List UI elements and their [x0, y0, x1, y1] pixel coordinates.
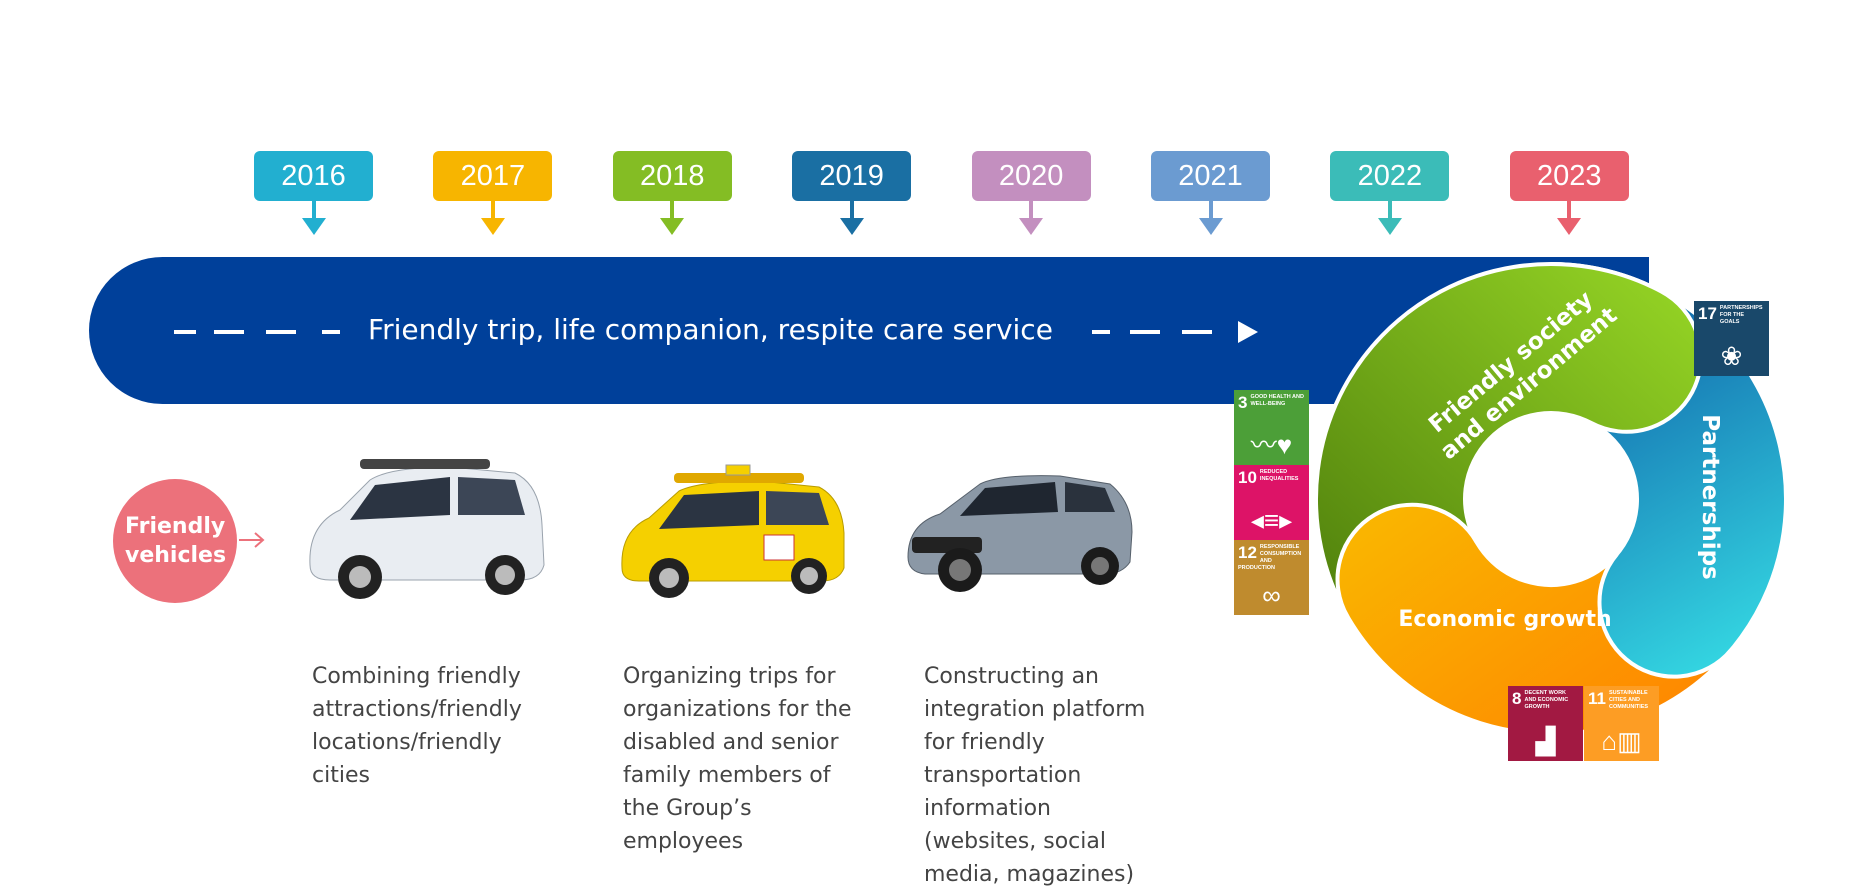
arrow-down-icon — [301, 201, 326, 235]
grey-suv-image — [907, 475, 1133, 592]
year-marker-2023: 2023 — [1509, 151, 1629, 201]
year-marker-2016: 2016 — [254, 151, 373, 201]
sdg-label: Sustainable cities and communities — [1608, 690, 1649, 710]
label-partnerships: Partnerships — [1697, 414, 1723, 580]
dash — [1182, 330, 1212, 334]
sdg-label: Good health and well-being — [1250, 394, 1304, 407]
year-marker-2017: 2017 — [433, 151, 553, 201]
equality-arrows-icon: ◂≡▸ — [1250, 505, 1293, 535]
sdg-number: 10 — [1238, 468, 1257, 487]
sdg-3-tile: 3Good health and well-being 〰♥ — [1234, 390, 1309, 465]
sdg-12-tile: 12Responsible consumption and production… — [1234, 540, 1309, 615]
year-marker-2022: 2022 — [1330, 151, 1450, 201]
arrow-down-icon — [660, 201, 685, 235]
sdg-11-tile: 11Sustainable cities and communities ⌂▥ — [1584, 686, 1659, 761]
cycle-center-hole — [1469, 417, 1633, 581]
sdg-label: Reduced inequalities — [1259, 469, 1299, 482]
dash — [174, 330, 196, 334]
friendly-vehicles-label: Friendly vehicles — [125, 514, 227, 568]
year-marker-2020: 2020 — [971, 151, 1091, 201]
dash — [214, 330, 244, 334]
sdg-number: 12 — [1238, 543, 1257, 562]
year-marker-2021: 2021 — [1151, 151, 1270, 201]
buildings-icon: ⌂▥ — [1601, 726, 1642, 756]
sdg-17-tile: 17Partnerships for the goals ❀ — [1694, 301, 1769, 376]
sdg-10-tile: 10Reduced inequalities ◂≡▸ — [1234, 465, 1309, 540]
sdg-label: Partnerships for the goals — [1719, 305, 1763, 325]
white-minivan-image — [309, 459, 545, 599]
arrow-down-icon — [1019, 201, 1044, 235]
year-marker-2018: 2018 — [612, 151, 732, 201]
caption-vehicle-1: Combining friendly attractions/friendly … — [312, 664, 522, 788]
arrow-down-icon — [1377, 201, 1402, 235]
arrow-down-icon — [839, 201, 864, 235]
sdg-label: Responsible consumption and production — [1238, 544, 1302, 571]
yellow-taxi-image — [621, 464, 845, 598]
sdg-number: 11 — [1588, 689, 1606, 708]
sdg-8-tile: 8Decent work and economic growth ▟ — [1508, 686, 1583, 761]
year-marker-2019: 2019 — [792, 151, 912, 201]
arrow-right-icon — [239, 532, 265, 548]
heartbeat-icon: 〰♥ — [1250, 430, 1293, 460]
caption-vehicle-3: Constructing an integration platform for… — [924, 664, 1146, 887]
play-arrow-icon — [1238, 321, 1258, 343]
cycle-segment-friendly-society — [1314, 261, 1703, 618]
caption-vehicle-2: Organizing trips for organizations for t… — [623, 664, 852, 854]
arrow-down-icon — [1557, 201, 1582, 235]
friendly-vehicles-badge: Friendly vehicles — [113, 479, 237, 603]
band-text: Friendly trip, life companion, respite c… — [368, 313, 1053, 346]
dash — [1092, 330, 1110, 334]
dash — [1130, 330, 1160, 334]
dash — [322, 330, 340, 334]
sdg-label: Decent work and economic growth — [1524, 690, 1569, 710]
flower-rings-icon: ❀ — [1720, 341, 1743, 371]
infinity-icon: ∞ — [1262, 580, 1281, 610]
label-economic-growth: Economic growth — [1398, 607, 1612, 632]
arrow-down-icon — [480, 201, 505, 235]
sdg-number: 8 — [1512, 689, 1522, 708]
sdg-number: 17 — [1698, 304, 1717, 323]
arrow-down-icon — [1198, 201, 1223, 235]
dash — [266, 330, 296, 334]
sdg-number: 3 — [1238, 393, 1248, 412]
growth-chart-icon: ▟ — [1535, 726, 1556, 756]
